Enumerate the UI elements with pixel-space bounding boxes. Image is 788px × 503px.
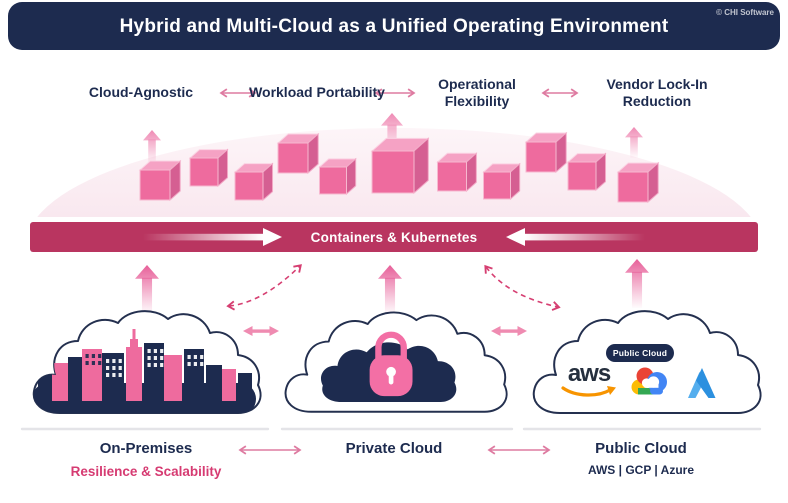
banner-left-arrow-stem bbox=[143, 233, 263, 241]
cloud-up-arrow-icons bbox=[135, 259, 649, 314]
building bbox=[38, 371, 52, 401]
cube-icon bbox=[566, 152, 607, 192]
lock-icon bbox=[369, 331, 413, 397]
window bbox=[91, 354, 95, 358]
building bbox=[52, 363, 68, 401]
window bbox=[112, 359, 116, 363]
benefit-label-operational-flexibility: Operational Flexibility bbox=[438, 75, 516, 110]
private-cloud bbox=[284, 311, 508, 413]
dashed-curve-arrow-icons bbox=[226, 264, 561, 311]
on-premises-cloud bbox=[32, 310, 262, 414]
header-bar bbox=[8, 2, 780, 50]
window bbox=[112, 366, 116, 370]
gcp-logo bbox=[631, 367, 667, 395]
cloud-label-private: Private Cloud bbox=[345, 440, 443, 457]
window bbox=[200, 362, 204, 366]
window bbox=[193, 355, 197, 359]
banner-left-arrow-head bbox=[263, 228, 282, 246]
window bbox=[160, 356, 164, 360]
window bbox=[160, 349, 164, 353]
public-cloud-badge: Public Cloud bbox=[606, 344, 674, 362]
window bbox=[112, 373, 116, 377]
antenna bbox=[132, 329, 136, 340]
window bbox=[187, 362, 191, 366]
window bbox=[98, 354, 102, 358]
cloud-label-on-premises: On-Premises bbox=[99, 440, 193, 457]
copyright-text: © CHI Software bbox=[716, 8, 774, 17]
up-arrow-icon bbox=[378, 265, 402, 314]
benefit-label-cloud-agnostic: Cloud-Agnostic bbox=[88, 84, 194, 101]
up-arrow-icon bbox=[625, 259, 649, 308]
cube-icon bbox=[524, 131, 568, 174]
window bbox=[85, 361, 89, 365]
window bbox=[147, 356, 151, 360]
window bbox=[106, 359, 110, 363]
building bbox=[238, 373, 252, 401]
banner-right-arrow-stem bbox=[525, 233, 645, 241]
banner-label: Containers & Kubernetes bbox=[310, 230, 478, 245]
building bbox=[126, 347, 142, 401]
window bbox=[106, 373, 110, 377]
banner-arrow-icons bbox=[143, 228, 645, 246]
window bbox=[106, 366, 110, 370]
window bbox=[153, 349, 157, 353]
cloud-exchange-arrow-icons bbox=[243, 326, 527, 336]
cloud-label-public: Public Cloud bbox=[595, 440, 687, 457]
window bbox=[147, 349, 151, 353]
container-cube-icons bbox=[138, 131, 660, 204]
azure-logo bbox=[688, 368, 716, 398]
window bbox=[147, 363, 151, 367]
window bbox=[91, 361, 95, 365]
banner-right-arrow-head bbox=[506, 228, 525, 246]
city-skyline bbox=[33, 329, 256, 413]
aws-logo-text: aws bbox=[567, 360, 611, 387]
benefit-label-workload-portability: Workload Portability bbox=[249, 84, 385, 101]
window bbox=[98, 361, 102, 365]
building bbox=[164, 355, 182, 401]
cube-icon bbox=[482, 162, 522, 201]
cube-icon bbox=[276, 132, 320, 175]
window bbox=[118, 373, 122, 377]
on-premises-subtitle: Resilience & Scalability bbox=[70, 464, 222, 479]
building bbox=[206, 365, 222, 401]
window bbox=[118, 366, 122, 370]
up-arrow-icon bbox=[625, 127, 643, 158]
building bbox=[222, 369, 236, 401]
window bbox=[118, 359, 122, 363]
cube-icon bbox=[370, 137, 430, 195]
cube-icon bbox=[233, 162, 274, 202]
building bbox=[68, 357, 82, 401]
window bbox=[193, 362, 197, 366]
cube-icon bbox=[436, 152, 478, 193]
cube-icon bbox=[318, 157, 358, 196]
aws-logo: aws bbox=[558, 360, 620, 403]
cube-icon bbox=[138, 159, 182, 202]
providers-caption: AWS | GCP | Azure bbox=[587, 463, 695, 477]
window bbox=[153, 356, 157, 360]
up-arrow-icon bbox=[143, 130, 161, 165]
window bbox=[200, 355, 204, 359]
page-title: Hybrid and Multi-Cloud as a Unified Oper… bbox=[119, 16, 669, 37]
window bbox=[153, 363, 157, 367]
cube-icon bbox=[616, 161, 660, 204]
aws-smile-icon bbox=[561, 386, 616, 397]
benefit-label-vendor-lockin: Vendor Lock-In Reduction bbox=[606, 75, 708, 110]
up-arrow-icon bbox=[135, 265, 159, 314]
spire bbox=[130, 339, 138, 349]
cube-icon bbox=[188, 148, 229, 188]
window bbox=[160, 363, 164, 367]
window bbox=[85, 354, 89, 358]
window bbox=[187, 355, 191, 359]
kubernetes-banner: Containers & Kubernetes bbox=[30, 222, 758, 252]
